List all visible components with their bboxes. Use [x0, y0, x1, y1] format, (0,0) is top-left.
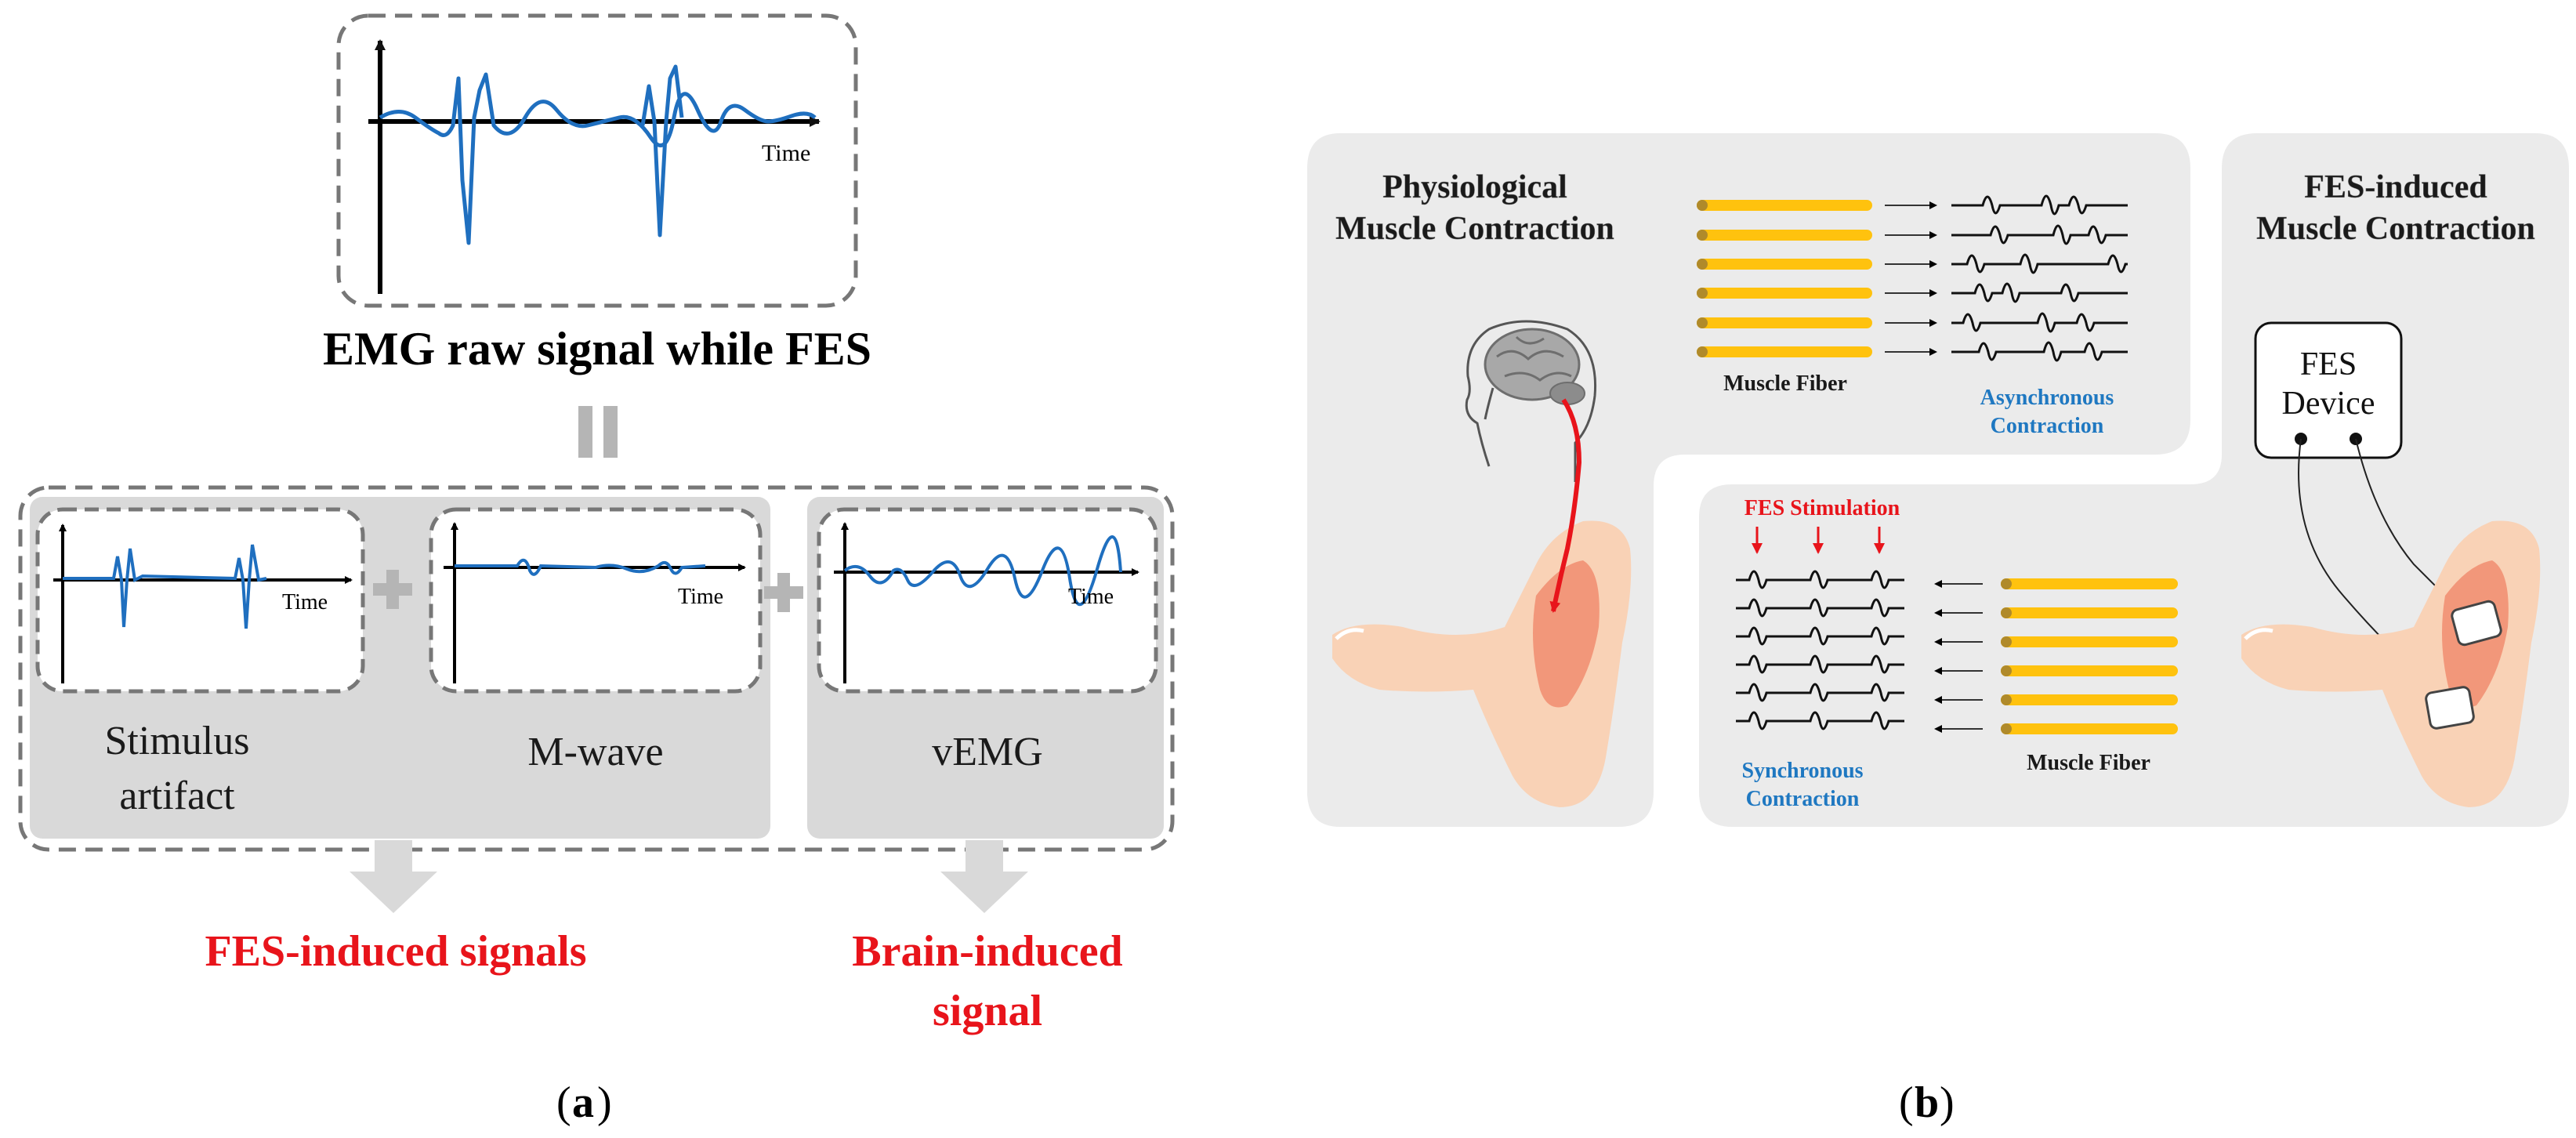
sync-traces: [1736, 570, 1904, 730]
electrode-pad-upper: [2451, 600, 2502, 647]
physiological-title-2: Muscle Contraction: [1335, 211, 1614, 247]
components-container: [18, 485, 1175, 852]
vemg-trace: [843, 535, 1122, 607]
vemg-plot: Time: [817, 507, 1158, 694]
stimulus-artifact-plot: Time: [35, 507, 365, 694]
down-arrow-fes: [350, 840, 437, 913]
down-arrow-brain: [940, 840, 1028, 913]
brain-induced-label-1: Brain-induced: [852, 927, 1122, 976]
vemg-time-label: Time: [1068, 585, 1114, 609]
panel-a: Time EMG raw signal while FES Time Stimu…: [18, 13, 1175, 1127]
equals-bar-left: [578, 406, 592, 458]
async-label-1: Asynchronous: [1980, 386, 2114, 410]
plus-sign-2: [764, 573, 803, 612]
vemg-label: vEMG: [932, 730, 1043, 774]
electrode-pad-lower: [2425, 686, 2475, 730]
brain-induced-label-2: signal: [933, 987, 1042, 1035]
m-wave-plot: Time: [429, 507, 763, 694]
svg-text:b: b: [1915, 1078, 1939, 1127]
head-outline: [1465, 320, 1597, 482]
svg-text:): ): [1940, 1078, 1955, 1127]
fes-device-label-1: FES: [2300, 346, 2357, 382]
svg-text:(: (: [1899, 1078, 1914, 1127]
m-wave-label: M-wave: [527, 730, 663, 774]
fes-induced-title-2: Muscle Contraction: [2256, 211, 2535, 247]
m-wave-trace: [455, 558, 706, 576]
async-label-2: Contraction: [1991, 414, 2104, 438]
raw-signal-title: EMG raw signal while FES: [323, 323, 871, 375]
brain-icon: [1484, 328, 1585, 405]
m-wave-time-label: Time: [678, 585, 723, 609]
raw-time-label: Time: [762, 140, 810, 166]
stimulus-artifact-trace: [63, 544, 267, 629]
muscle-fiber-label-top: Muscle Fiber: [1723, 371, 1847, 396]
stimulus-artifact-label-2: artifact: [119, 774, 235, 818]
fes-induced-title-1: FES-induced: [2304, 169, 2487, 205]
stimulation-arrows: [1752, 527, 1885, 554]
fes-device: FES Device: [2254, 321, 2403, 459]
fes-stimulation-label: FES Stimulation: [1745, 496, 1900, 520]
physiological-title-1: Physiological: [1382, 169, 1567, 205]
sync-label-2: Contraction: [1746, 787, 1860, 811]
plus-sign-1: [373, 570, 412, 609]
fes-induced-signals-label: FES-induced signals: [205, 927, 586, 976]
equals-bar-right: [603, 406, 618, 458]
sync-label-1: Synchronous: [1741, 759, 1863, 783]
caption-a: ( a ): [556, 1078, 612, 1127]
stimulus-artifact-label-1: Stimulus: [105, 719, 250, 763]
top-fiber-arrows: [1885, 201, 1937, 356]
bottom-muscle-fibers: [2001, 578, 2178, 734]
top-muscle-fibers: [1697, 200, 1872, 357]
nerve-path: [1549, 398, 1582, 613]
caption-b: ( b ): [1899, 1078, 1955, 1127]
bottom-fiber-arrows: [1934, 580, 1983, 733]
svg-text:a: a: [572, 1078, 594, 1127]
svg-text:(: (: [556, 1078, 571, 1127]
async-traces: [1951, 194, 2128, 362]
panel-b: Physiological Muscle Contraction: [1307, 133, 2569, 1127]
muscle-fiber-label-bottom: Muscle Fiber: [2027, 751, 2150, 775]
svg-text:): ): [597, 1078, 612, 1127]
stimulus-time-label: Time: [282, 590, 328, 614]
fes-device-label-2: Device: [2282, 386, 2375, 422]
raw-emg-trace: [379, 64, 817, 245]
